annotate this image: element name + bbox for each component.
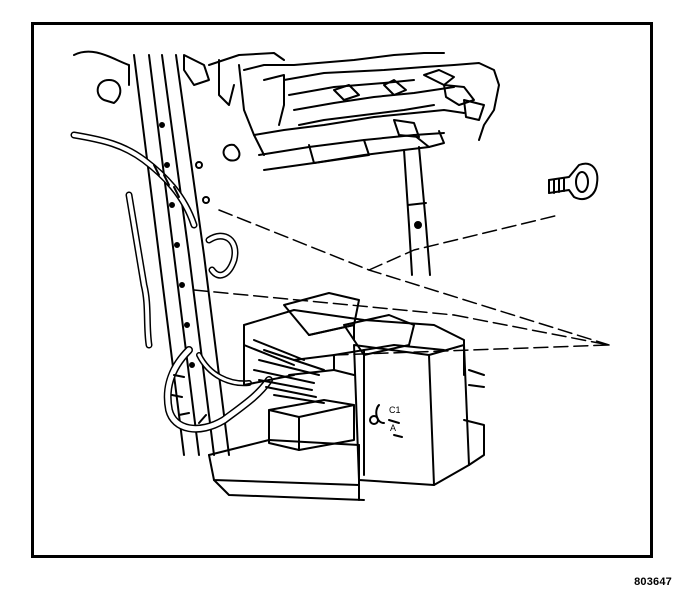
dashboard-bracket <box>73 50 500 171</box>
mounting-screw <box>548 162 599 201</box>
connector-mark-bottom: A <box>390 423 396 433</box>
control-module <box>208 292 485 501</box>
vertical-brace <box>403 146 431 276</box>
left-rail <box>133 54 230 456</box>
figure-code: 803647 <box>634 576 672 588</box>
wiring-harness <box>70 131 273 433</box>
leader-lines <box>193 209 610 356</box>
diagram-frame: C1 A <box>31 22 653 558</box>
exploded-view-illustration: C1 A <box>70 50 610 501</box>
connector-mark-top: C1 <box>389 405 401 415</box>
